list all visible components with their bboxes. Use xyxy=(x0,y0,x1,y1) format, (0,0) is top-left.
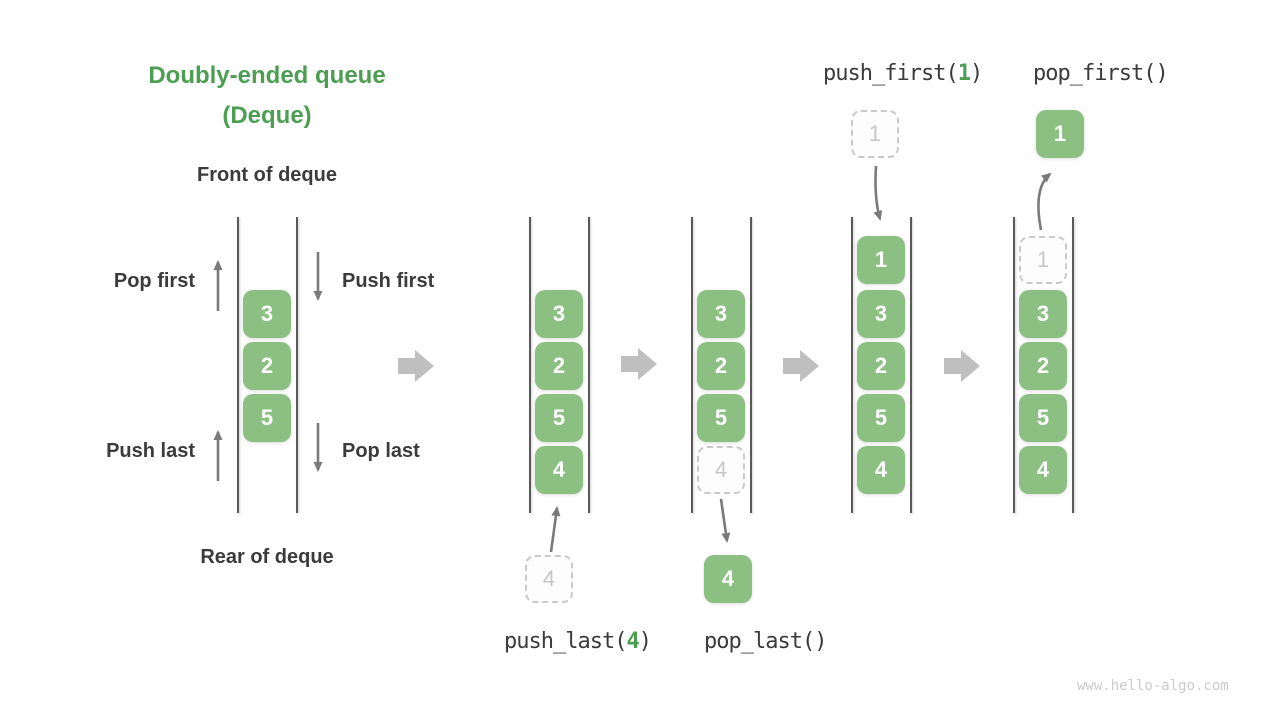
push-first-code-label: push_first(1) xyxy=(823,61,983,86)
deque-cell: 2 xyxy=(1019,342,1067,390)
deque-wall-left xyxy=(529,217,531,513)
deque-wall-left xyxy=(1013,217,1015,513)
diagram-title: Doubly-ended queue (Deque) xyxy=(117,56,417,136)
code-text: ) xyxy=(638,629,652,654)
code-arg: 4 xyxy=(626,629,639,654)
deque-cell: 3 xyxy=(243,290,291,338)
right-block-arrow-icon xyxy=(783,350,819,382)
right-block-arrow-icon xyxy=(944,350,980,382)
deque-cell: 4 xyxy=(857,446,905,494)
deque-wall-left xyxy=(851,217,853,513)
title-line1: Doubly-ended queue xyxy=(148,62,386,89)
code-text: push_last( xyxy=(504,629,627,654)
deque-cell: 3 xyxy=(857,290,905,338)
deque-cell: 2 xyxy=(243,342,291,390)
deque-cell: 1 xyxy=(857,236,905,284)
right-block-arrow-icon xyxy=(398,350,434,382)
pop-first-connector-arrow-icon xyxy=(1037,172,1052,231)
push-last-code-label: push_last(4) xyxy=(504,629,652,654)
push-last-connector-arrow-icon xyxy=(549,506,561,553)
deque-wall-left xyxy=(237,217,239,513)
title-line2: (Deque) xyxy=(222,102,312,129)
deque-cell: 2 xyxy=(697,342,745,390)
deque-cell: 2 xyxy=(535,342,583,390)
deque-cell: 5 xyxy=(857,394,905,442)
pop-first-result-cell: 1 xyxy=(1036,110,1084,158)
deque-cell: 5 xyxy=(697,394,745,442)
deque-cell-ghost: 1 xyxy=(1019,236,1067,284)
deque-cell: 3 xyxy=(697,290,745,338)
code-arg: 1 xyxy=(957,61,971,86)
deque-wall-right xyxy=(910,217,912,513)
deque-wall-left xyxy=(691,217,693,513)
push-last-operand-cell: 4 xyxy=(525,555,573,603)
code-text: push_first( xyxy=(823,61,959,86)
pop-last-label: Pop last xyxy=(342,440,420,462)
right-block-arrow-icon xyxy=(621,348,657,380)
deque-cell: 3 xyxy=(1019,290,1067,338)
pop-first-code-label: pop_first() xyxy=(1033,61,1169,86)
front-of-deque-label: Front of deque xyxy=(197,164,337,186)
pop-last-code-label: pop_last() xyxy=(704,629,827,654)
push-first-label: Push first xyxy=(342,270,435,292)
deque-wall-right xyxy=(296,217,298,513)
deque-cell: 4 xyxy=(1019,446,1067,494)
deque-cell: 5 xyxy=(1019,394,1067,442)
rear-of-deque-label: Rear of deque xyxy=(200,546,334,568)
deque-cell: 5 xyxy=(243,394,291,442)
deque-cell: 5 xyxy=(535,394,583,442)
deque-cell-ghost: 4 xyxy=(697,446,745,494)
push-first-operand-cell: 1 xyxy=(851,110,899,158)
pop-last-result-cell: 4 xyxy=(704,555,752,603)
deque-cell: 2 xyxy=(857,342,905,390)
code-text: ) xyxy=(969,61,983,86)
deque-wall-right xyxy=(588,217,590,513)
push-last-label: Push last xyxy=(106,440,195,462)
watermark: www.hello-algo.com xyxy=(1077,678,1229,694)
pop-first-label: Pop first xyxy=(113,270,195,292)
deque-cell: 4 xyxy=(535,446,583,494)
push-first-connector-arrow-icon xyxy=(873,165,883,221)
deque-wall-right xyxy=(1072,217,1074,513)
deque-cell: 3 xyxy=(535,290,583,338)
deque-wall-right xyxy=(750,217,752,513)
pop-last-connector-arrow-icon xyxy=(719,498,731,543)
